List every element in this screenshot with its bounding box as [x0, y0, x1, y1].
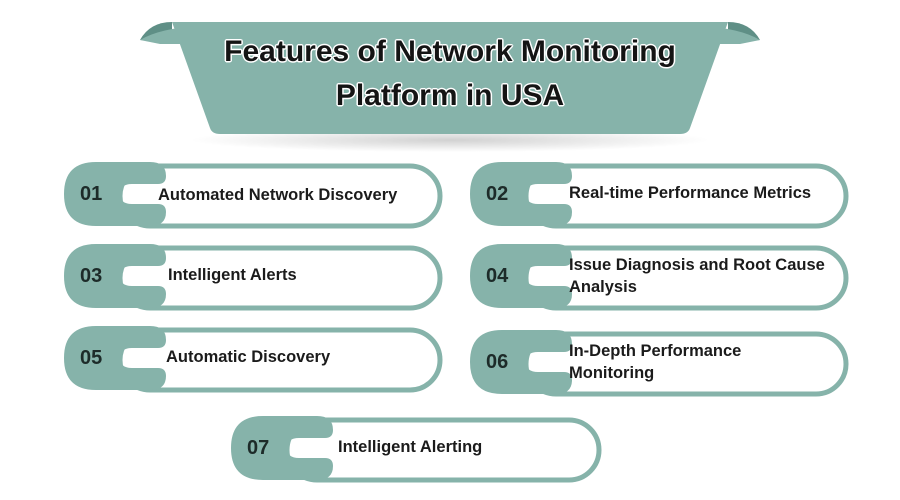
feature-card-03: 03 Intelligent Alerts: [60, 240, 444, 312]
feature-label: Automatic Discovery: [166, 348, 331, 366]
feature-number: 06: [486, 351, 509, 373]
feature-card-06: 06 In-Depth Performance Monitoring: [466, 326, 850, 398]
page-title-line-1: Features of Network Monitoring: [224, 35, 676, 68]
feature-card-shape: [231, 416, 602, 483]
page-title-line-2: Platform in USA: [335, 79, 565, 112]
feature-label: In-Depth Performance Monitoring: [569, 340, 741, 384]
feature-label: Intelligent Alerts: [168, 266, 297, 284]
feature-card-shape: [64, 326, 443, 393]
feature-card-02: 02 Real-time Performance Metrics: [466, 158, 850, 230]
feature-label-line-1: In-Depth Performance: [569, 342, 742, 360]
feature-card-shape: [64, 162, 443, 229]
banner-ribbon-shape: [140, 22, 760, 152]
feature-card-shape: [64, 244, 443, 311]
title-banner: Features of Network Monitoring Platform …: [0, 0, 900, 160]
feature-label: Intelligent Alerting: [338, 438, 483, 456]
feature-card-04: 04 Issue Diagnosis and Root Cause Analys…: [466, 240, 850, 312]
feature-number: 01: [80, 183, 103, 205]
feature-label: Real-time Performance Metrics: [569, 184, 812, 202]
feature-label-line-2: Monitoring: [569, 364, 655, 382]
feature-number: 03: [80, 265, 103, 287]
feature-card-shape: [470, 330, 849, 397]
feature-label-line-2: Analysis: [569, 278, 637, 296]
feature-card-01: 01 Automated Network Discovery: [60, 158, 444, 230]
feature-card-shape: [470, 244, 849, 311]
feature-number: 07: [247, 437, 270, 459]
feature-label: Issue Diagnosis and Root Cause Analysis: [569, 254, 825, 298]
feature-number: 05: [80, 347, 103, 369]
feature-number: 04: [486, 265, 509, 287]
feature-card-05: 05 Automatic Discovery: [60, 322, 444, 394]
page-title: Features of Network Monitoring Platform …: [200, 30, 700, 118]
feature-card-shape: [470, 162, 849, 229]
feature-card-07: 07 Intelligent Alerting: [227, 412, 607, 484]
feature-label-line-1: Issue Diagnosis and Root Cause: [569, 256, 825, 274]
feature-number: 02: [486, 183, 509, 205]
feature-label: Automated Network Discovery: [158, 186, 398, 204]
